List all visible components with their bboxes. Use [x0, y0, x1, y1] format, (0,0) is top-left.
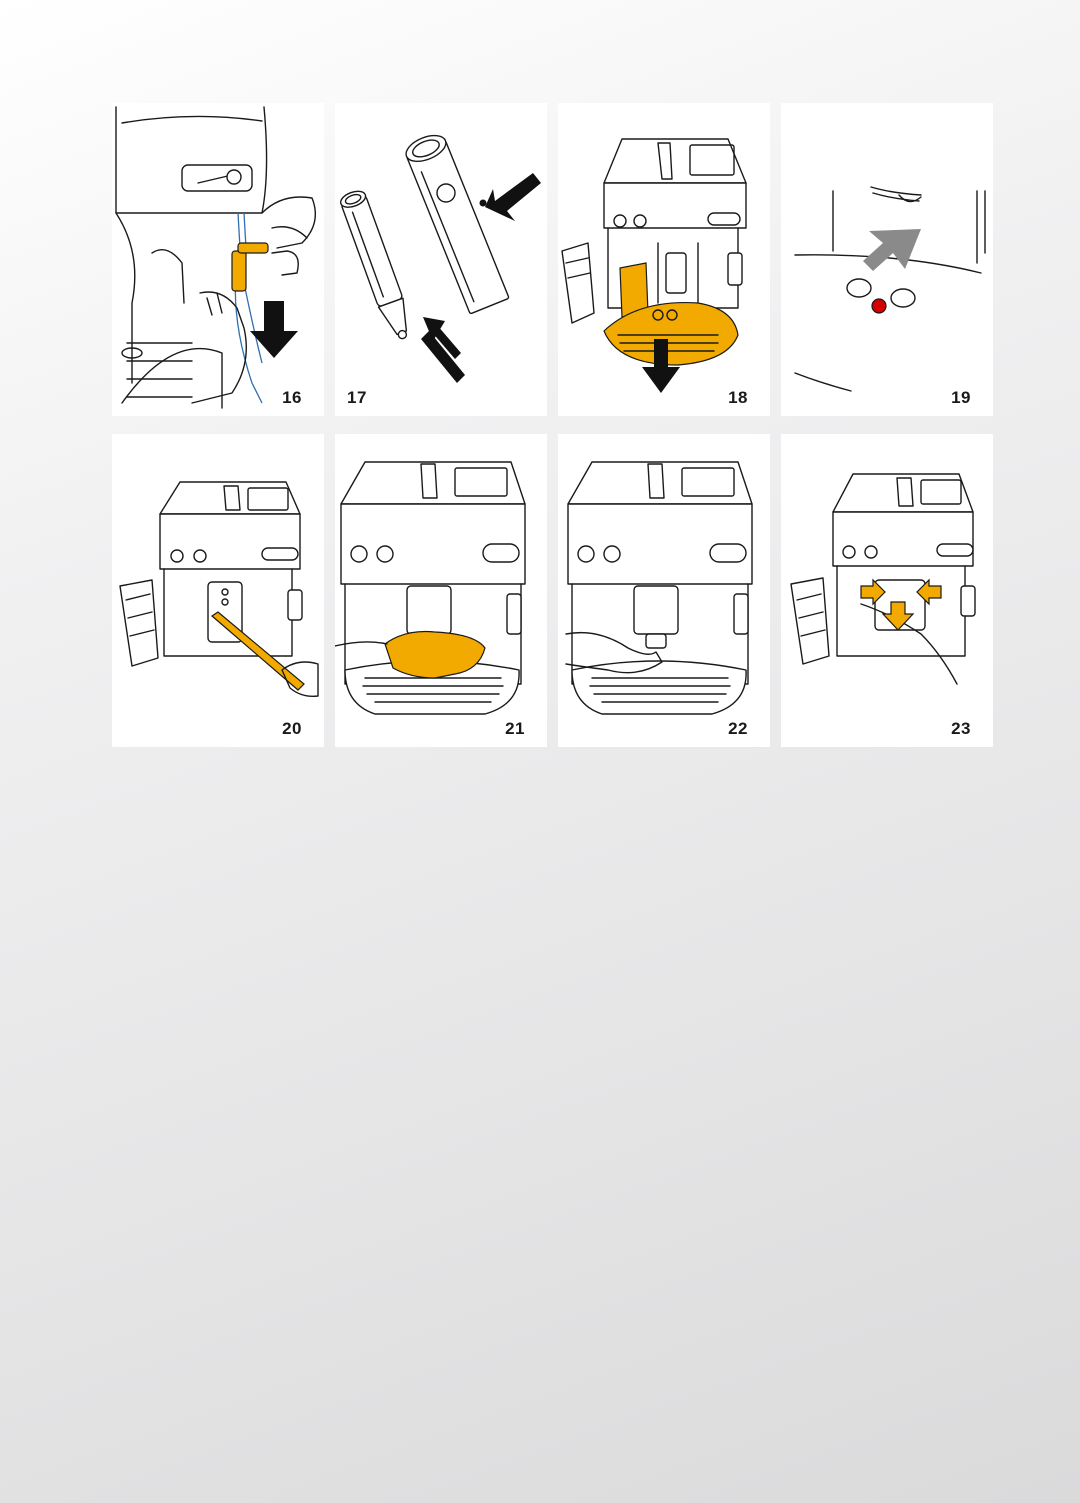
- step-number: 18: [728, 388, 748, 407]
- illustration-step-22: 22: [558, 434, 770, 747]
- drip-tray-removal-illustration: [561, 138, 747, 393]
- illustration-step-21: 21: [335, 434, 547, 747]
- steam-nozzle-removal-illustration: [115, 106, 316, 409]
- machine-wipe-illustration: [335, 461, 526, 715]
- brewing-unit-removal-illustration: [790, 473, 976, 685]
- illustration-step-16: 16: [112, 103, 324, 416]
- illustration-step-18: 18: [558, 103, 770, 416]
- brewing-unit-cleaning-illustration: [119, 481, 319, 698]
- step-number: 21: [505, 719, 525, 738]
- step-number: 20: [282, 719, 302, 738]
- step-number: 22: [728, 719, 748, 738]
- nozzle-cleaning-illustration: [339, 134, 541, 383]
- spout-cleaning-illustration: [565, 461, 753, 715]
- illustration-step-23: 23: [781, 434, 993, 747]
- illustration-step-19: 19: [781, 103, 993, 416]
- illustration-step-20: 20: [112, 434, 324, 747]
- step-number: 23: [951, 719, 971, 738]
- step-number: 16: [282, 388, 302, 407]
- indicator-light-illustration: [794, 186, 986, 392]
- step-number: 19: [951, 388, 971, 407]
- illustration-step-17: 17: [335, 103, 547, 416]
- step-number: 17: [347, 388, 367, 407]
